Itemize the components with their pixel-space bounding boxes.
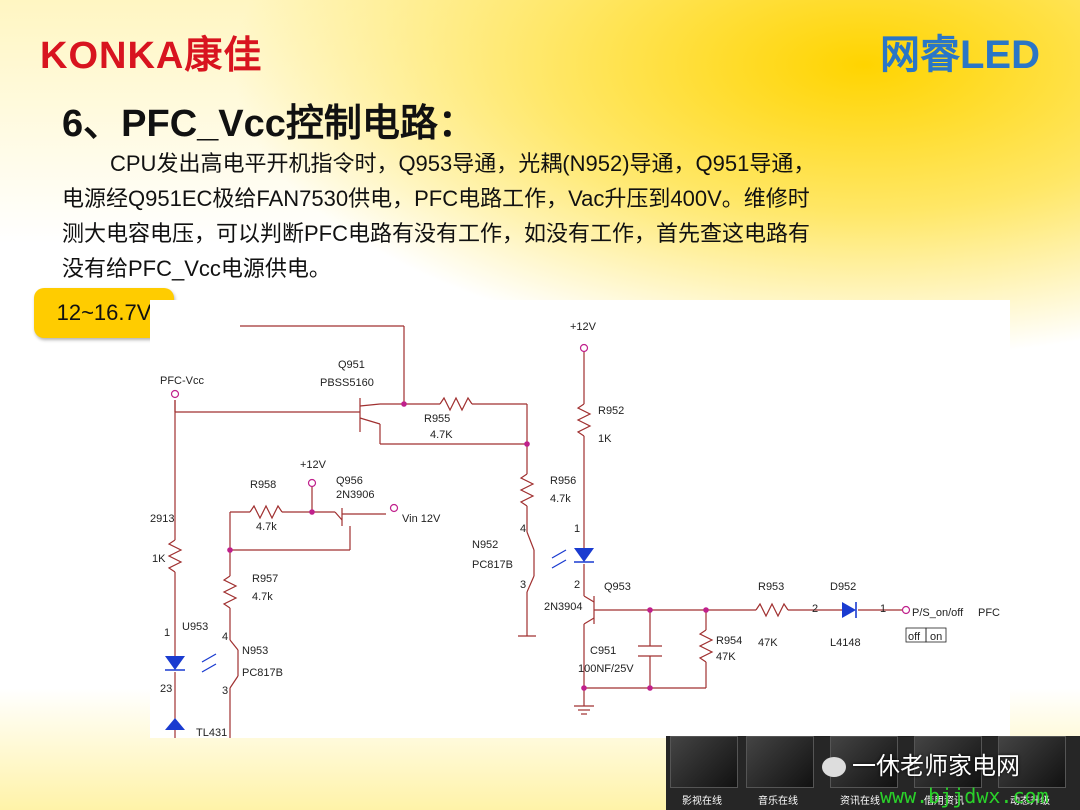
label-n953-part: PC817B <box>242 667 283 679</box>
slide-title: 6、PFC_Vcc控制电路： <box>62 103 476 145</box>
watermark-url: www.bjjdwx.com <box>880 784 1049 808</box>
label-pfc: PFC <box>978 607 1000 619</box>
label-n952-pin3: 3 <box>520 579 526 591</box>
label-u953: U953 <box>182 621 208 633</box>
label-q951-part: PBSS5160 <box>320 377 374 389</box>
label-r952: R952 <box>598 405 624 417</box>
paragraph-line: CPU发出高电平开机指令时，Q953导通，光耦(N952)导通，Q951导通， <box>110 151 816 176</box>
schematic-area: PFC-Vcc Q951 PBSS5160 R955 4.7K +12V R95… <box>150 300 1010 739</box>
label-c951-value: 100NF/25V <box>578 663 634 675</box>
label-n953-pin4: 4 <box>222 631 228 643</box>
label-q951: Q951 <box>338 359 365 371</box>
paragraph-line: 电源经Q951EC极给FAN7530供电，PFC电路工作，Vac升压到400V。… <box>62 186 810 211</box>
label-u953-pin1: 1 <box>164 627 170 639</box>
tile-label: 影视在线 <box>682 796 722 807</box>
label-r956: R956 <box>550 475 576 487</box>
label-n953: N953 <box>242 645 268 657</box>
tile-video-icon[interactable] <box>670 736 738 788</box>
bottom-menu-bar: 影视在线 音乐在线 资讯在线 借用资讯 动态升级 <box>666 736 1080 810</box>
label-led-pin2: 2 <box>574 579 580 591</box>
paragraph-line: 没有给PFC_Vcc电源供电。 <box>62 256 331 281</box>
tile-label: 音乐在线 <box>758 796 798 807</box>
led-logo: 网睿LED <box>880 33 1040 77</box>
tile-music-icon[interactable] <box>746 736 814 788</box>
label-pfc-vcc: PFC-Vcc <box>160 375 205 387</box>
tile-upgrade-icon[interactable] <box>998 736 1066 788</box>
tile-borrow-icon[interactable] <box>914 736 982 788</box>
label-d952: D952 <box>830 581 856 593</box>
watermark: 一休老师家电网 <box>822 746 1020 781</box>
label-q953: Q953 <box>604 581 631 593</box>
label-off: off <box>908 631 921 643</box>
label-r958: R958 <box>250 479 276 491</box>
label-tl431: TL431 <box>196 727 227 738</box>
label-plus12-top: +12V <box>570 321 597 333</box>
label-q956-part: 2N3906 <box>336 489 375 501</box>
label-u953-pin23: 23 <box>160 683 172 695</box>
label-q956: Q956 <box>336 475 363 487</box>
label-on: on <box>930 631 942 643</box>
label-r957: R957 <box>252 573 278 585</box>
label-r954-value: 47K <box>716 651 736 663</box>
label-q953-part: 2N3904 <box>544 601 583 613</box>
tile-label: 资讯在线 <box>840 796 880 807</box>
watermark-text: 一休老师家电网 <box>852 752 1020 780</box>
label-r956-value: 4.7k <box>550 493 571 505</box>
label-r957-value: 4.7k <box>252 591 273 603</box>
label-r952-value: 1K <box>598 433 612 445</box>
label-r953: R953 <box>758 581 784 593</box>
paragraph-line: 测大电容电压，可以判断PFC电路有没有工作，如没有工作，首先查这电路有 <box>62 221 811 246</box>
label-r955: R955 <box>424 413 450 425</box>
konka-logo: KONKA康佳 <box>40 35 263 77</box>
label-ps-on: P/S_on/off <box>912 607 964 619</box>
label-n952: N952 <box>472 539 498 551</box>
label-r958-value: 4.7k <box>256 521 277 533</box>
wechat-icon <box>822 757 846 777</box>
label-d952-pin2: 2 <box>812 603 818 615</box>
label-led-pin1: 1 <box>574 523 580 535</box>
label-n953-pin3: 3 <box>222 685 228 697</box>
label-d952-pin1: 1 <box>880 603 886 615</box>
pfc-vcc-schematic: PFC-Vcc Q951 PBSS5160 R955 4.7K +12V R95… <box>150 321 1000 739</box>
label-r953-value: 47K <box>758 637 778 649</box>
label-r954: R954 <box>716 635 742 647</box>
description-paragraph: CPU发出高电平开机指令时，Q953导通，光耦(N952)导通，Q951导通， … <box>62 146 992 286</box>
tile-label: 借用资讯 <box>924 796 964 807</box>
label-n952-pin4: 4 <box>520 523 526 535</box>
label-d952-part: L4148 <box>830 637 861 649</box>
label-n952-part: PC817B <box>472 559 513 571</box>
tile-label: 动态升级 <box>1010 796 1050 807</box>
label-plus12-mid: +12V <box>300 459 327 471</box>
label-r913-value: 1K <box>152 553 166 565</box>
label-r955-value: 4.7K <box>430 429 453 441</box>
label-vin: Vin 12V <box>402 513 441 525</box>
label-r913-partial: 2913 <box>150 513 174 525</box>
label-c951: C951 <box>590 645 616 657</box>
